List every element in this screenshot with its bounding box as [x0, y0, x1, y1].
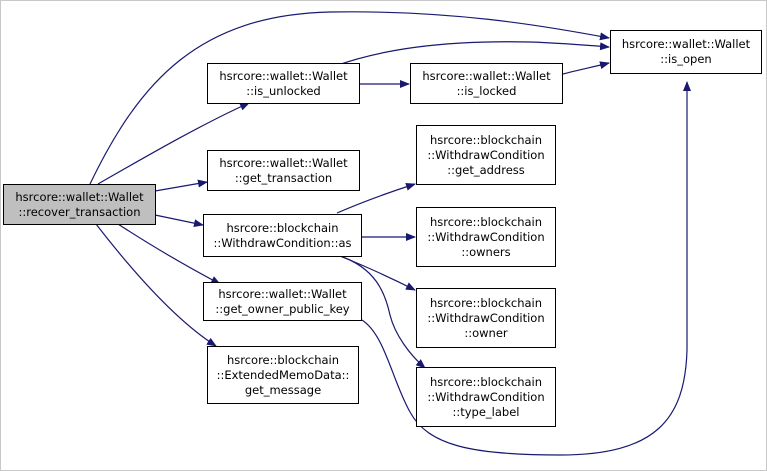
node-label-line: ::get_transaction: [234, 170, 333, 185]
node-get-address[interactable]: hsrcore::blockchain ::WithdrawCondition …: [416, 125, 556, 185]
node-withdraw-condition-as[interactable]: hsrcore::blockchain ::WithdrawCondition:…: [203, 214, 362, 257]
node-label-line: ::WithdrawCondition: [427, 229, 545, 244]
node-label-line: ::WithdrawCondition: [427, 147, 545, 162]
node-label-line: hsrcore::blockchain: [226, 352, 340, 367]
edge-is-unlocked-to-is-open: [334, 41, 610, 67]
node-label-line: hsrcore::wallet::Wallet: [422, 68, 551, 83]
node-type-label[interactable]: hsrcore::blockchain ::WithdrawCondition …: [416, 367, 556, 427]
node-label-line: ::get_address: [447, 162, 525, 177]
node-label-line: ::owners: [461, 244, 511, 259]
edge-recover-to-get-message: [95, 223, 217, 347]
node-label-line: hsrcore::blockchain: [226, 220, 339, 235]
node-label-line: ::is_unlocked: [246, 83, 321, 98]
node-label-line: ::is_open: [660, 52, 712, 66]
node-label-line: ::WithdrawCondition: [427, 389, 545, 404]
node-label-line: hsrcore::blockchain: [429, 132, 543, 147]
node-label-line: hsrcore::wallet::Wallet: [621, 37, 751, 51]
node-label-line: get_message: [244, 382, 322, 397]
node-label-line: ::WithdrawCondition::as: [213, 235, 352, 250]
edge-recover-to-is-unlocked: [97, 102, 250, 185]
node-get-message[interactable]: hsrcore::blockchain ::ExtendedMemoData::…: [207, 346, 359, 404]
node-label-line: ::ExtendedMemoData::: [216, 367, 350, 382]
node-get-owner-public-key[interactable]: hsrcore::wallet::Wallet ::get_owner_publ…: [203, 282, 362, 321]
node-label-line: ::owner: [464, 325, 508, 340]
node-label-line: ::WithdrawCondition: [427, 310, 545, 325]
edge-recover-to-get-transaction: [154, 179, 208, 192]
node-owner[interactable]: hsrcore::blockchain ::WithdrawCondition …: [416, 288, 556, 348]
node-label-line: hsrcore::wallet::Wallet: [218, 286, 347, 301]
edge-owner-public-key-to-is-open: [361, 81, 691, 456]
node-label-line: hsrcore::wallet::Wallet: [219, 68, 348, 83]
node-label-line: hsrcore::wallet::Wallet: [219, 155, 348, 170]
node-label-line: ::type_label: [452, 404, 520, 419]
node-recover-transaction[interactable]: hsrcore::wallet::Wallet ::recover_transa…: [3, 184, 156, 225]
node-label-line: hsrcore::wallet::Wallet: [15, 189, 144, 204]
edge-recover-to-withdraw-as: [154, 214, 204, 228]
edge-withdraw-as-to-get-address: [336, 182, 416, 214]
edge-recover-to-owner-public-key: [117, 223, 221, 285]
node-is-unlocked[interactable]: hsrcore::wallet::Wallet ::is_unlocked: [207, 63, 360, 104]
node-is-open[interactable]: hsrcore::wallet::Wallet ::is_open: [610, 30, 762, 74]
node-label-line: ::get_owner_public_key: [215, 301, 350, 316]
node-label-line: hsrcore::blockchain: [429, 374, 543, 389]
node-label-line: ::recover_transaction: [18, 204, 141, 219]
edge-is-locked-to-is-open: [562, 61, 610, 75]
node-is-locked[interactable]: hsrcore::wallet::Wallet ::is_locked: [410, 63, 563, 104]
node-label-line: hsrcore::blockchain: [429, 295, 543, 310]
edge-recover-to-is-open: [89, 11, 610, 185]
edge-withdraw-as-to-type-label: [339, 255, 426, 369]
node-label-line: ::is_locked: [456, 83, 517, 98]
node-get-transaction[interactable]: hsrcore::wallet::Wallet ::get_transactio…: [207, 150, 360, 191]
node-owners[interactable]: hsrcore::blockchain ::WithdrawCondition …: [416, 207, 556, 267]
node-label-line: hsrcore::blockchain: [429, 214, 543, 229]
